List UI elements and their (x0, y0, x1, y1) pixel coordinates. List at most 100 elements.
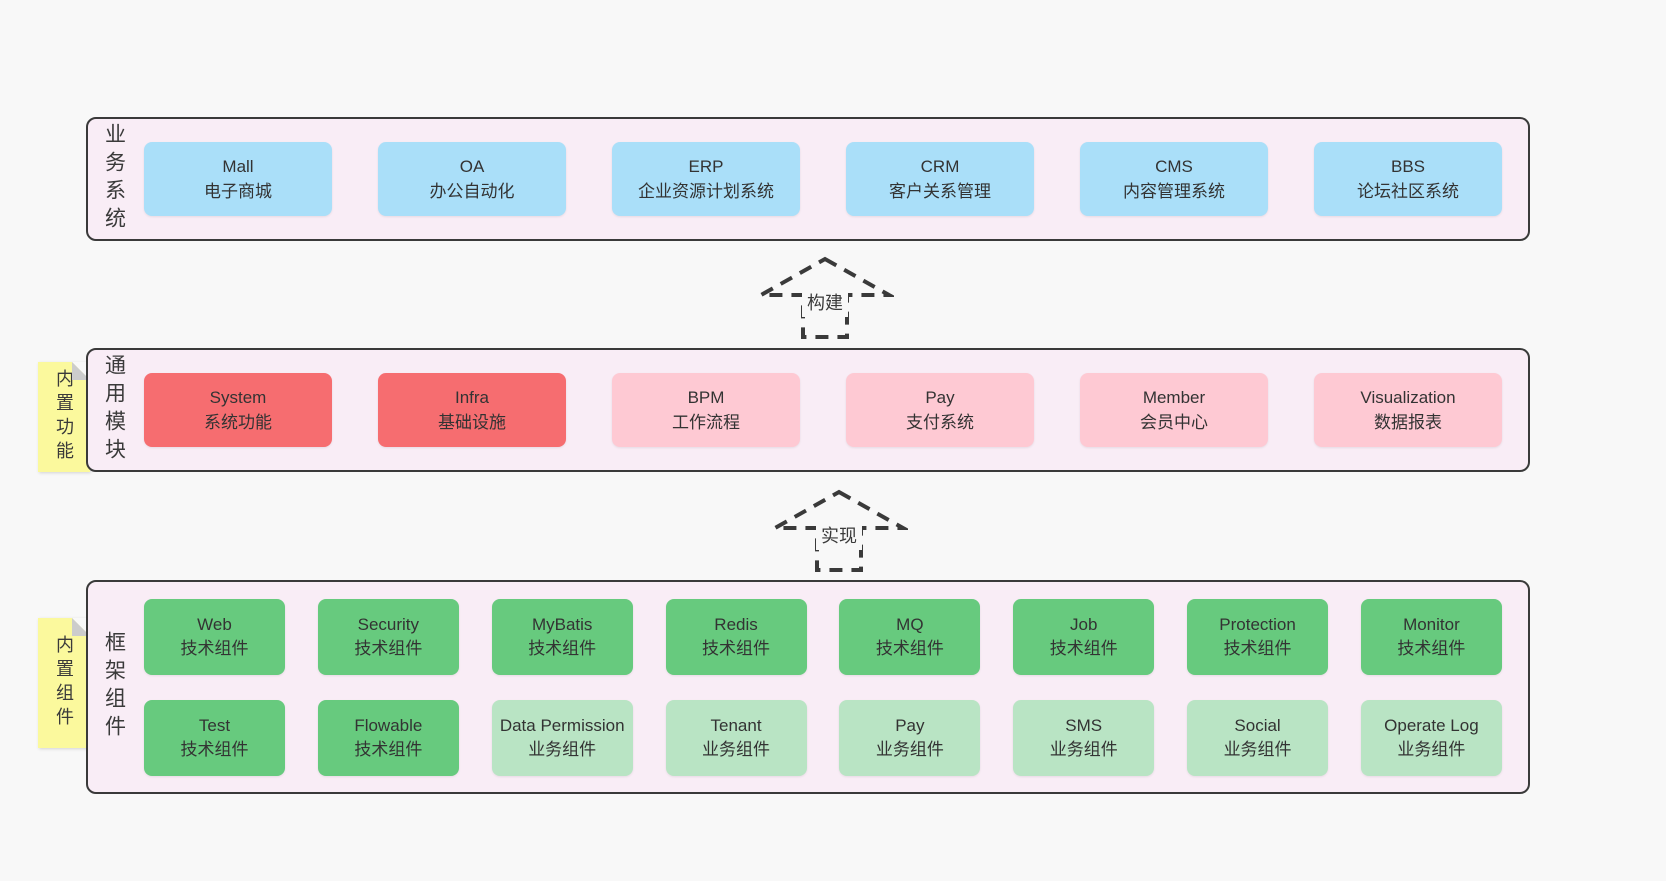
component-sms: SMS 业务组件 (1013, 699, 1155, 776)
business-systems-boxes: Mall 电子商城 OA 办公自动化 ERP 企业资源计划系统 CRM 客户关系… (140, 142, 1528, 216)
box-subtitle: 业务组件 (1049, 739, 1118, 759)
component-test: Test 技术组件 (144, 699, 285, 776)
box-title: BPM (687, 387, 725, 407)
component-mybatis: MyBatis 技术组件 (491, 598, 633, 675)
box-title: CRM (920, 156, 960, 176)
box-title: SMS (1065, 716, 1103, 736)
box-subtitle: 业务组件 (1223, 739, 1292, 759)
box-subtitle: 系统功能 (204, 413, 272, 432)
box-subtitle: 会员中心 (1140, 413, 1208, 432)
band-common-modules: 通用模块 System 系统功能 Infra 基础设施 BPM 工作流程 Pay… (86, 348, 1530, 472)
box-subtitle: 内容管理系统 (1123, 182, 1225, 201)
box-title: Web (197, 615, 232, 635)
box-subtitle: 业务组件 (702, 739, 771, 759)
box-title: Redis (714, 615, 758, 635)
box-subtitle: 技术组件 (180, 739, 249, 759)
module-visualization: Visualization 数据报表 (1314, 373, 1502, 447)
box-subtitle: 论坛社区系统 (1357, 182, 1459, 201)
box-subtitle: 业务组件 (875, 739, 944, 759)
module-oa: OA 办公自动化 (378, 142, 566, 216)
box-subtitle: 技术组件 (354, 739, 423, 759)
component-social: Social 业务组件 (1187, 699, 1329, 776)
box-title: Job (1070, 615, 1098, 635)
module-erp: ERP 企业资源计划系统 (612, 142, 800, 216)
sticky-note-label: 内置功能 (54, 369, 74, 465)
box-subtitle: 技术组件 (702, 638, 771, 658)
band-label-text: 通用模块 (102, 354, 126, 466)
sticky-note-label: 内置组件 (54, 635, 74, 731)
box-title: Pay (925, 387, 955, 407)
box-subtitle: 支付系统 (906, 413, 974, 432)
box-title: Test (198, 716, 231, 736)
box-subtitle: 基础设施 (438, 413, 506, 432)
up-arrow-icon (770, 489, 908, 572)
box-title: Mall (222, 156, 254, 176)
box-title: Tenant (710, 716, 762, 736)
box-title: Security (357, 615, 420, 635)
component-protection: Protection 技术组件 (1187, 598, 1329, 675)
box-title: System (209, 387, 267, 407)
arrow-implement: 实现 (770, 487, 908, 575)
module-infra: Infra 基础设施 (378, 373, 566, 447)
component-flowable: Flowable 技术组件 (317, 699, 459, 776)
box-subtitle: 客户关系管理 (889, 182, 991, 201)
box-title: Operate Log (1384, 716, 1479, 736)
component-data-permission: Data Permission 业务组件 (491, 699, 633, 776)
box-subtitle: 技术组件 (354, 638, 423, 658)
component-operate-log: Operate Log 业务组件 (1360, 699, 1502, 776)
module-cms: CMS 内容管理系统 (1080, 142, 1268, 216)
module-member: Member 会员中心 (1080, 373, 1268, 447)
component-redis: Redis 技术组件 (665, 598, 807, 675)
sticky-note-builtin-components: 内置组件 (38, 618, 90, 748)
box-subtitle: 业务组件 (1397, 739, 1466, 759)
component-security: Security 技术组件 (317, 598, 459, 675)
module-system: System 系统功能 (144, 373, 332, 447)
box-subtitle: 企业资源计划系统 (638, 182, 774, 201)
box-title: Visualization (1360, 387, 1456, 407)
arrow-label: 实现 (816, 520, 862, 550)
box-title: CMS (1155, 156, 1193, 176)
box-title: Monitor (1403, 615, 1460, 635)
component-tenant: Tenant 业务组件 (665, 699, 807, 776)
module-bpm: BPM 工作流程 (612, 373, 800, 447)
framework-components-row-1: Web 技术组件 Security 技术组件 MyBatis 技术组件 Redi… (144, 598, 1502, 675)
box-subtitle: 技术组件 (1223, 638, 1292, 658)
band-label-common-modules: 通用模块 (88, 354, 140, 466)
band-framework-components: 框架组件 Web 技术组件 Security 技术组件 MyBatis 技术组件… (86, 580, 1530, 794)
box-subtitle: 技术组件 (875, 638, 944, 658)
component-mq: MQ 技术组件 (839, 598, 981, 675)
box-subtitle: 技术组件 (180, 638, 249, 658)
module-crm: CRM 客户关系管理 (846, 142, 1034, 216)
band-business-systems: 业务系统 Mall 电子商城 OA 办公自动化 ERP 企业资源计划系统 CRM… (86, 117, 1530, 241)
framework-components-rows: Web 技术组件 Security 技术组件 MyBatis 技术组件 Redi… (140, 598, 1528, 776)
up-arrow-icon (756, 256, 894, 339)
box-subtitle: 工作流程 (672, 413, 740, 432)
box-title: MQ (896, 615, 924, 635)
box-subtitle: 电子商城 (204, 182, 272, 201)
box-title: Protection (1219, 615, 1296, 635)
arrow-build: 构建 (756, 254, 894, 342)
component-pay: Pay 业务组件 (839, 699, 981, 776)
box-title: OA (459, 156, 485, 176)
box-subtitle: 技术组件 (1397, 638, 1466, 658)
framework-components-row-2: Test 技术组件 Flowable 技术组件 Data Permission … (144, 699, 1502, 776)
box-title: MyBatis (531, 615, 593, 635)
band-label-text: 框架组件 (102, 631, 126, 743)
box-title: Pay (895, 716, 925, 736)
component-monitor: Monitor 技术组件 (1360, 598, 1502, 675)
module-bbs: BBS 论坛社区系统 (1314, 142, 1502, 216)
common-modules-boxes: System 系统功能 Infra 基础设施 BPM 工作流程 Pay 支付系统… (140, 373, 1528, 447)
box-subtitle: 业务组件 (528, 739, 597, 759)
box-title: ERP (688, 156, 724, 176)
box-title: Infra (454, 387, 490, 407)
arrow-label: 构建 (802, 287, 848, 317)
module-mall: Mall 电子商城 (144, 142, 332, 216)
box-title: Flowable (354, 716, 423, 736)
box-title: BBS (1390, 156, 1426, 176)
box-subtitle: 数据报表 (1374, 413, 1442, 432)
box-subtitle: 办公自动化 (429, 182, 515, 201)
component-web: Web 技术组件 (144, 598, 285, 675)
box-title: Member (1142, 387, 1206, 407)
box-subtitle: 技术组件 (528, 638, 597, 658)
